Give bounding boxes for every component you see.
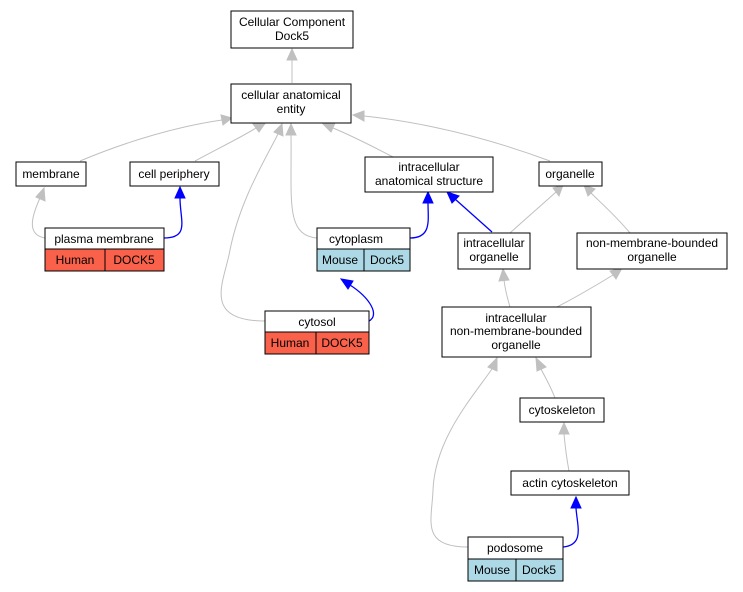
- species-label: Human: [271, 336, 310, 350]
- species-label: Human: [56, 253, 95, 267]
- arrowhead: [535, 356, 547, 372]
- node-cytosol[interactable]: cytosol Human DOCK5: [264, 310, 370, 355]
- node-cellular-anatomical-entity[interactable]: cellular anatomical entity: [230, 83, 352, 124]
- node-label: membrane: [22, 167, 80, 181]
- node-label: plasma membrane: [54, 232, 154, 246]
- arrowhead: [498, 267, 510, 282]
- edge-inmbo-iorganelle: [503, 279, 511, 308]
- node-label: cytoskeleton: [529, 403, 596, 417]
- edge-cytoplasm-ias: [409, 202, 429, 239]
- node-label: non-membrane-bounded: [450, 324, 582, 338]
- node-label: organelle: [545, 167, 595, 181]
- edge-plasmamembrane-membrane: [31, 197, 46, 239]
- node-label: anatomical structure: [375, 174, 483, 188]
- gene-tag: [363, 248, 411, 272]
- node-intracellular-non-membrane-bounded-organelle[interactable]: intracellular non-membrane-bounded organ…: [441, 306, 592, 358]
- node-label: organelle: [469, 250, 519, 264]
- node-label: intracellular: [485, 311, 546, 325]
- arrowhead: [273, 122, 284, 137]
- gene-label: DOCK5: [113, 253, 155, 267]
- node-cytoskeleton[interactable]: cytoskeleton: [519, 397, 605, 423]
- edge-cytoplasm-cae: [290, 134, 318, 239]
- edge-cytosol-cytoplasm: [349, 284, 375, 322]
- node-organelle[interactable]: organelle: [538, 161, 603, 187]
- node-podosome[interactable]: podosome Mouse Dock5: [467, 536, 564, 582]
- node-label: intracellular: [463, 236, 524, 250]
- node-cellular-component[interactable]: Cellular Component Dock5: [230, 10, 354, 49]
- arrowhead: [583, 184, 596, 197]
- node-intracellular-anatomical-structure[interactable]: intracellular anatomical structure: [364, 156, 494, 193]
- gene-tag: [315, 331, 370, 355]
- edge-cytosol-cae: [220, 133, 279, 322]
- arrowhead: [558, 421, 570, 435]
- arrowhead: [422, 190, 434, 204]
- arrowhead: [609, 267, 623, 280]
- node-label: Dock5: [275, 29, 309, 43]
- edge-organelle-cae: [363, 115, 551, 162]
- edge-inmbo-nmbo: [556, 274, 614, 308]
- node-label: non-membrane-bounded: [586, 236, 718, 250]
- edge-podosome-actin: [562, 507, 579, 548]
- edge-plasmamembrane-cellperiphery: [163, 197, 183, 239]
- node-label: cytoplasm: [329, 232, 383, 246]
- edge-nmbo-organelle: [590, 192, 631, 234]
- node-label: entity: [277, 102, 306, 116]
- edge-iorganelle-ias: [454, 198, 493, 233]
- edge-membrane-cae: [79, 119, 223, 162]
- node-cell-periphery[interactable]: cell periphery: [129, 161, 220, 187]
- arrowhead: [351, 110, 365, 122]
- gene-label: DOCK5: [321, 336, 363, 350]
- arrowhead: [339, 278, 354, 290]
- node-cytoplasm[interactable]: cytoplasm Mouse Dock5: [316, 227, 411, 272]
- arrowhead: [174, 185, 186, 199]
- arrowhead: [552, 184, 564, 198]
- arrowhead: [321, 122, 336, 133]
- edge-cytoskeleton-inmbo: [540, 368, 556, 399]
- node-label: organelle: [627, 250, 677, 264]
- arrowhead: [285, 122, 297, 136]
- node-non-membrane-bounded-organelle[interactable]: non-membrane-bounded organelle: [576, 232, 728, 270]
- node-label: Cellular Component: [239, 15, 346, 29]
- arrowhead: [446, 191, 460, 204]
- gene-label: Dock5: [522, 563, 556, 577]
- gene-label: Dock5: [370, 253, 404, 267]
- node-label: cytosol: [298, 315, 335, 329]
- arrowhead: [35, 186, 46, 202]
- edge-cellperiphery-cae: [194, 127, 257, 162]
- gene-tag: [515, 558, 564, 582]
- edge-podosome-inmbo: [430, 368, 493, 548]
- gene-tag: [104, 248, 165, 272]
- arrowhead: [286, 47, 298, 61]
- node-membrane[interactable]: membrane: [15, 161, 87, 187]
- node-actin-cytoskeleton[interactable]: actin cytoskeleton: [510, 470, 630, 496]
- species-label: Mouse: [474, 563, 510, 577]
- edge-actin-cytoskeleton: [563, 433, 570, 472]
- node-label: intracellular: [398, 160, 459, 174]
- arrowhead: [487, 356, 498, 372]
- arrowhead: [570, 495, 582, 509]
- node-label: organelle: [491, 338, 541, 352]
- edges: [31, 47, 631, 548]
- node-label: actin cytoskeleton: [522, 476, 617, 490]
- node-label: cell periphery: [138, 167, 209, 181]
- edge-ias-cae: [332, 127, 394, 158]
- species-label: Mouse: [322, 253, 358, 267]
- node-label: podosome: [487, 541, 543, 555]
- arrowhead: [220, 114, 234, 126]
- node-intracellular-organelle[interactable]: intracellular organelle: [457, 232, 531, 270]
- node-plasma-membrane[interactable]: plasma membrane Human DOCK5: [44, 227, 165, 272]
- node-label: cellular anatomical: [241, 88, 340, 102]
- edge-iorganelle-organelle: [509, 191, 557, 234]
